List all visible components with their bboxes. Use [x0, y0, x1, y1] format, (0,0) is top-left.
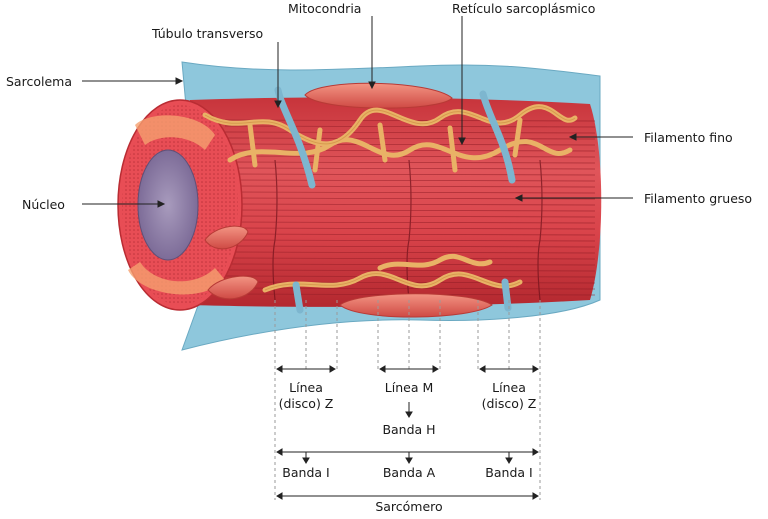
label-linea-m: Línea M — [384, 380, 434, 395]
leader-lines — [82, 16, 633, 208]
myofibril-line — [224, 137, 596, 140]
sarcoplasmic-reticulum-outline — [204, 106, 576, 291]
label-banda-h: Banda H — [382, 422, 436, 437]
label-tubulo-transverso: Túbulo transverso — [152, 26, 264, 41]
myofibril-line — [224, 209, 596, 212]
myofibril-line — [224, 239, 596, 242]
label-reticulo-sarcoplasmico: Retículo sarcoplásmico — [452, 1, 596, 16]
label-linea-z-left-2: (disco) Z — [278, 396, 334, 411]
label-sarcomero: Sarcómero — [375, 499, 443, 514]
myofibril-line — [224, 275, 596, 278]
myofibril-line — [224, 203, 596, 206]
label-linea-z-right-1: Línea — [492, 380, 526, 395]
myofibril-line — [224, 191, 596, 194]
label-filamento-fino: Filamento fino — [644, 130, 733, 145]
myofibril-line — [224, 215, 596, 218]
myofibril-line — [224, 185, 596, 188]
mitochondria-shapes — [204, 82, 493, 318]
z-line-mark — [406, 159, 412, 301]
myofibril-line — [224, 251, 596, 254]
label-mitocondria: Mitocondria — [288, 1, 362, 16]
myofibril-line — [224, 287, 596, 290]
myofibril-line — [224, 269, 596, 272]
label-filamento-grueso: Filamento grueso — [644, 191, 753, 206]
label-nucleo: Núcleo — [22, 197, 65, 212]
label-banda-i-left: Banda I — [282, 465, 330, 480]
label-banda-a: Banda A — [382, 465, 436, 480]
z-line-mark — [537, 159, 543, 301]
myofibril-line — [224, 161, 596, 164]
z-line-mark — [272, 159, 278, 301]
transverse-tubules — [274, 86, 516, 314]
myofibril-line — [224, 245, 596, 248]
label-linea-z-left-1: Línea — [289, 380, 323, 395]
cross-section-face — [117, 99, 243, 311]
myofibril-line — [224, 197, 596, 200]
band-arrows — [276, 365, 539, 500]
myofibril-line — [224, 155, 596, 158]
myofibril-line — [224, 257, 596, 260]
label-sarcolema: Sarcolema — [6, 74, 72, 89]
nucleus-shape — [137, 149, 199, 261]
label-linea-z-right-2: (disco) Z — [481, 396, 537, 411]
myofibril-line — [224, 131, 596, 134]
label-banda-i-right: Banda I — [485, 465, 533, 480]
